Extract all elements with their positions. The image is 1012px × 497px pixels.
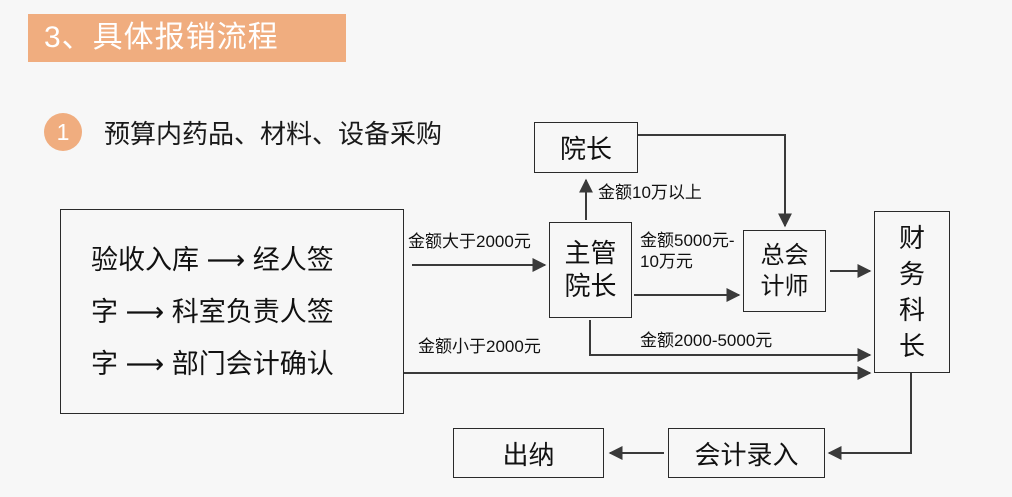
flow-node-finance-head[interactable]: 财 务 科 长: [874, 211, 950, 373]
edge-label-amount-under-2000: 金额小于2000元: [418, 337, 541, 356]
flow-node-intake[interactable]: 验收入库 ⟶ 经人签 字 ⟶ 科室负责人签 字 ⟶ 部门会计确认: [60, 209, 404, 414]
edge-label-amount-5000-to-100k: 金额5000元- 10万元: [640, 231, 735, 271]
edge-dean-to-chiefacct: [638, 134, 792, 228]
flow-node-vicedean[interactable]: 主管 院长: [549, 222, 632, 318]
flow-node-chief-accountant-label: 总会 计师: [760, 242, 809, 300]
edge-label-amount-over-2000: 金额大于2000元: [408, 232, 531, 251]
flow-node-cashier[interactable]: 出纳: [453, 428, 604, 478]
flow-node-cashier-label: 出纳: [502, 439, 555, 470]
page-title: 3、具体报销流程: [44, 21, 279, 54]
flow-node-dean[interactable]: 院长: [534, 122, 638, 173]
flow-node-vicedean-label: 主管 院长: [564, 238, 617, 301]
flow-node-chief-accountant[interactable]: 总会 计师: [743, 230, 826, 312]
flow-node-accounting-entry[interactable]: 会计录入: [668, 428, 825, 478]
flow-node-finance-head-label: 财 务 科 长: [898, 223, 925, 361]
step-number-badge: 1: [44, 113, 82, 151]
subheading: 1 预算内药品、材料、设备采购: [44, 113, 442, 151]
edge-label-amount-2000-to-5000: 金额2000-5000元: [640, 331, 773, 350]
flow-node-dean-label: 院长: [559, 134, 612, 164]
flow-node-accounting-entry-label: 会计录入: [694, 439, 799, 470]
section-title-band: 3、具体报销流程: [28, 14, 346, 62]
edge-finhead-to-acctentry: [827, 373, 912, 460]
flow-node-intake-label: 验收入库 ⟶ 经人签 字 ⟶ 科室负责人签 字 ⟶ 部门会计确认: [91, 244, 334, 379]
edge-label-amount-over-100k: 金额10万以上: [598, 183, 702, 202]
subheading-label: 预算内药品、材料、设备采购: [104, 118, 443, 149]
